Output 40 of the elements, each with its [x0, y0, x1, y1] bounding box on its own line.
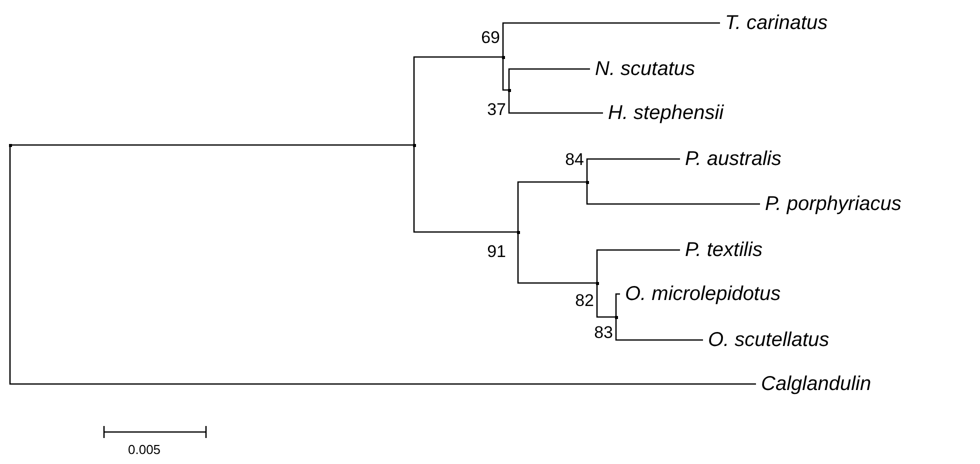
branch-node	[596, 282, 599, 285]
bootstrap-value: 69	[481, 28, 500, 47]
branch-node	[615, 316, 618, 319]
bootstrap-value: 91	[487, 242, 506, 261]
tree-branch	[596, 249, 680, 283]
tree-branch	[508, 68, 590, 90]
taxon-label: Calglandulin	[756, 372, 872, 396]
tree-branch	[586, 158, 680, 182]
tree-branch	[502, 22, 720, 57]
bootstrap-value: 82	[575, 291, 594, 310]
tree-branch	[615, 293, 620, 317]
tree-branch	[9, 144, 414, 146]
branch-node	[502, 56, 505, 59]
bootstrap-value: 37	[487, 100, 506, 119]
taxon-label: T. carinatus	[720, 11, 828, 35]
tree-branch	[413, 56, 503, 145]
tree-branch	[9, 145, 756, 385]
taxon-label: P. australis	[680, 147, 782, 171]
taxon-label: H. stephensii	[603, 101, 724, 125]
tree-branch	[502, 57, 509, 91]
taxon-label: P. textilis	[680, 238, 762, 262]
branch-node	[586, 181, 589, 184]
branch-node	[517, 231, 520, 234]
tree-branch	[517, 232, 597, 284]
tree-branch	[615, 317, 703, 341]
taxon-label: P. porphyriacus	[760, 192, 902, 216]
scale-value: 0.005	[128, 442, 161, 457]
branch-node	[413, 144, 416, 147]
bootstrap-value: 84	[565, 150, 584, 169]
tree-branch	[517, 181, 587, 232]
taxon-label: O. scutellatus	[703, 328, 830, 352]
taxon-label: O. microlepidotus	[620, 282, 781, 306]
branch-node	[508, 89, 511, 92]
tree-branch	[508, 90, 603, 114]
tree-branch	[586, 182, 760, 205]
bootstrap-value: 83	[594, 323, 613, 342]
tree-branch	[596, 283, 616, 318]
tree-branch	[413, 145, 518, 233]
taxon-label: N. scutatus	[590, 57, 696, 81]
branch-node	[9, 144, 12, 147]
